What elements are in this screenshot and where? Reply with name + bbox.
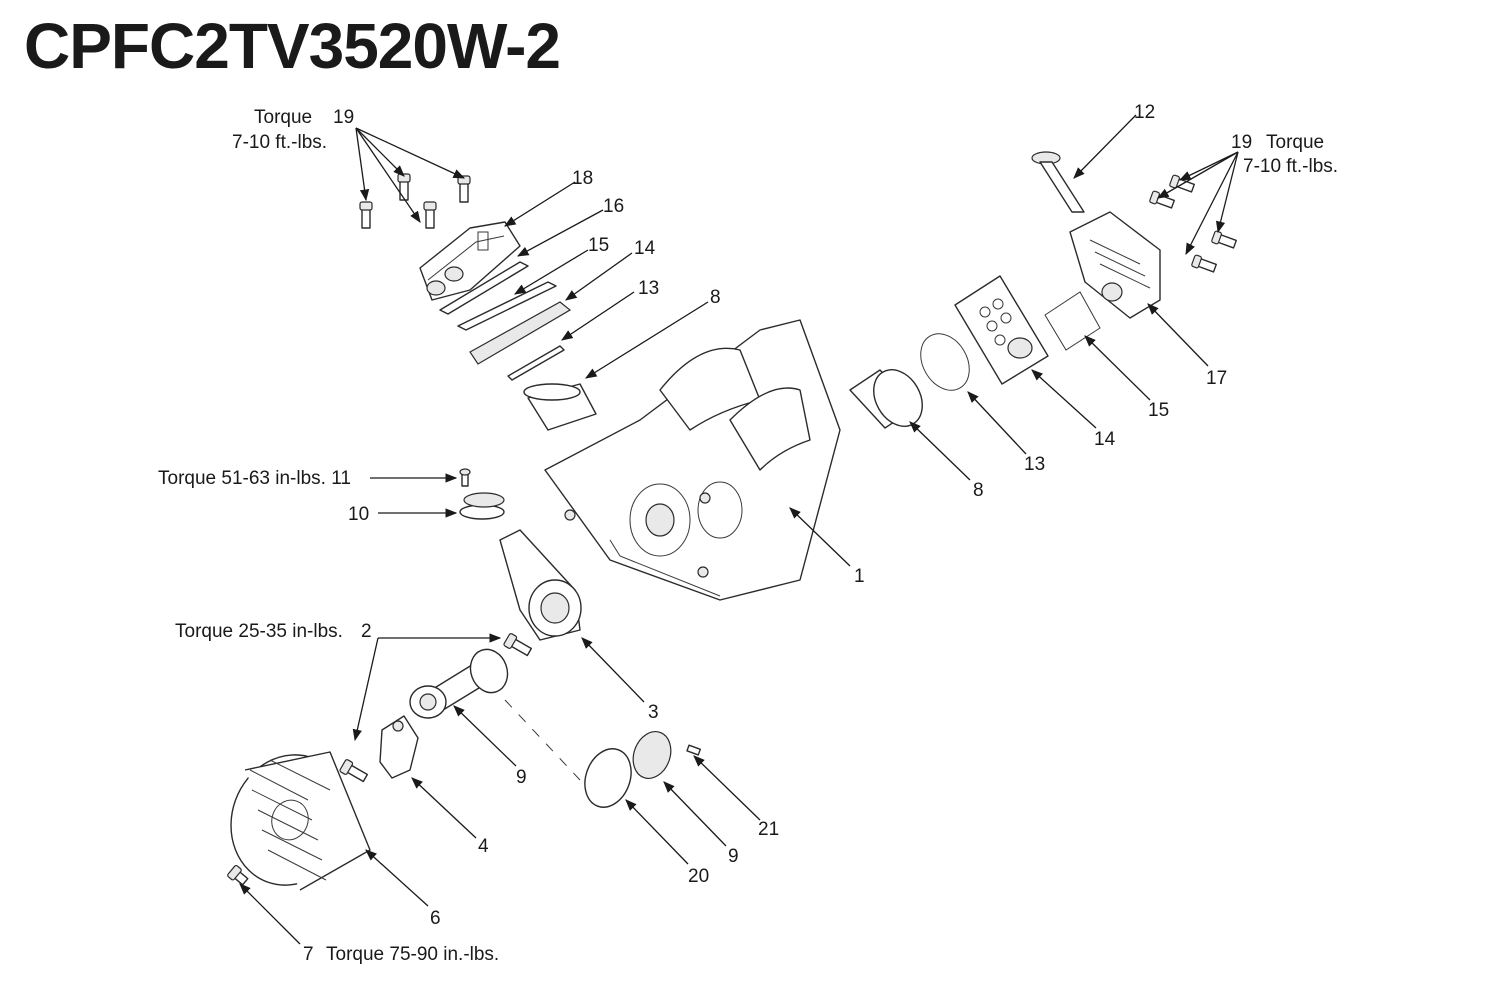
label-8-left: 8 (710, 287, 721, 308)
screw-21 (686, 744, 702, 756)
label-torque-19-right-value: 7-10 ft.-lbs. (1243, 156, 1338, 177)
screw-11 (459, 468, 471, 487)
label-18: 18 (572, 168, 593, 189)
connecting-rod-3 (499, 529, 582, 641)
label-15-right: 15 (1148, 400, 1169, 421)
label-21: 21 (758, 819, 779, 840)
label-torque-11: Torque 51-63 in-lbs. 11 (158, 468, 351, 489)
label-19-right: 19 (1231, 132, 1252, 153)
cylinder-head-right (1069, 211, 1161, 319)
label-torque-19-left-value: 7-10 ft.-lbs. (232, 132, 327, 153)
label-10: 10 (348, 504, 369, 525)
label-15-left: 15 (588, 235, 609, 256)
bearing-10 (459, 492, 505, 520)
label-torque-19-right: Torque (1266, 132, 1324, 153)
fan-6 (230, 751, 371, 891)
label-torque-7: Torque 75-90 in.-lbs. (326, 944, 499, 965)
label-8-right: 8 (973, 480, 984, 501)
leader-lines (239, 114, 1239, 945)
ring-20 (584, 748, 632, 808)
label-13-right: 13 (1024, 454, 1045, 475)
label-2: 2 (361, 621, 372, 642)
callout-labels: Torque 19 7-10 ft.-lbs. 18 16 15 14 13 8… (158, 102, 1338, 965)
label-12: 12 (1134, 102, 1155, 123)
bolt-2-lower (339, 759, 369, 783)
bolt-7 (227, 864, 249, 886)
head-bolts-left (359, 173, 471, 229)
label-torque-2: Torque 25-35 in-lbs. (175, 621, 343, 642)
o-ring-right (920, 333, 970, 391)
head-bolts-right (1149, 174, 1237, 273)
label-16-left: 16 (603, 196, 624, 217)
label-torque-19-left: Torque (254, 107, 312, 128)
gasket-right (1044, 291, 1101, 351)
label-17: 17 (1206, 368, 1227, 389)
label-6: 6 (430, 908, 441, 929)
rod-9 (409, 648, 509, 719)
crankcase (544, 319, 841, 601)
counterweight-4 (379, 715, 419, 779)
label-19-left: 19 (333, 107, 354, 128)
cylinder-sleeve-left (523, 383, 597, 431)
cylinder-head-left (419, 221, 521, 301)
label-14-left: 14 (634, 238, 656, 259)
label-7: 7 (303, 944, 314, 965)
cylinder-sleeve-right (849, 369, 923, 429)
plate-9 (632, 731, 672, 779)
label-9-rod: 9 (516, 767, 527, 788)
label-9-plate: 9 (728, 846, 739, 867)
label-13-left: 13 (638, 278, 659, 299)
valve-plate-right (954, 275, 1049, 385)
fitting-12 (1031, 151, 1085, 213)
label-4: 4 (478, 836, 489, 857)
label-1: 1 (854, 566, 865, 587)
label-14-right: 14 (1094, 429, 1116, 450)
gaskets-valve-plate-left (439, 261, 572, 381)
diagram-title: CPFC2TV3520W-2 (24, 10, 561, 82)
bolt-2-upper (503, 633, 533, 657)
label-3: 3 (648, 702, 659, 723)
label-20: 20 (688, 866, 709, 887)
